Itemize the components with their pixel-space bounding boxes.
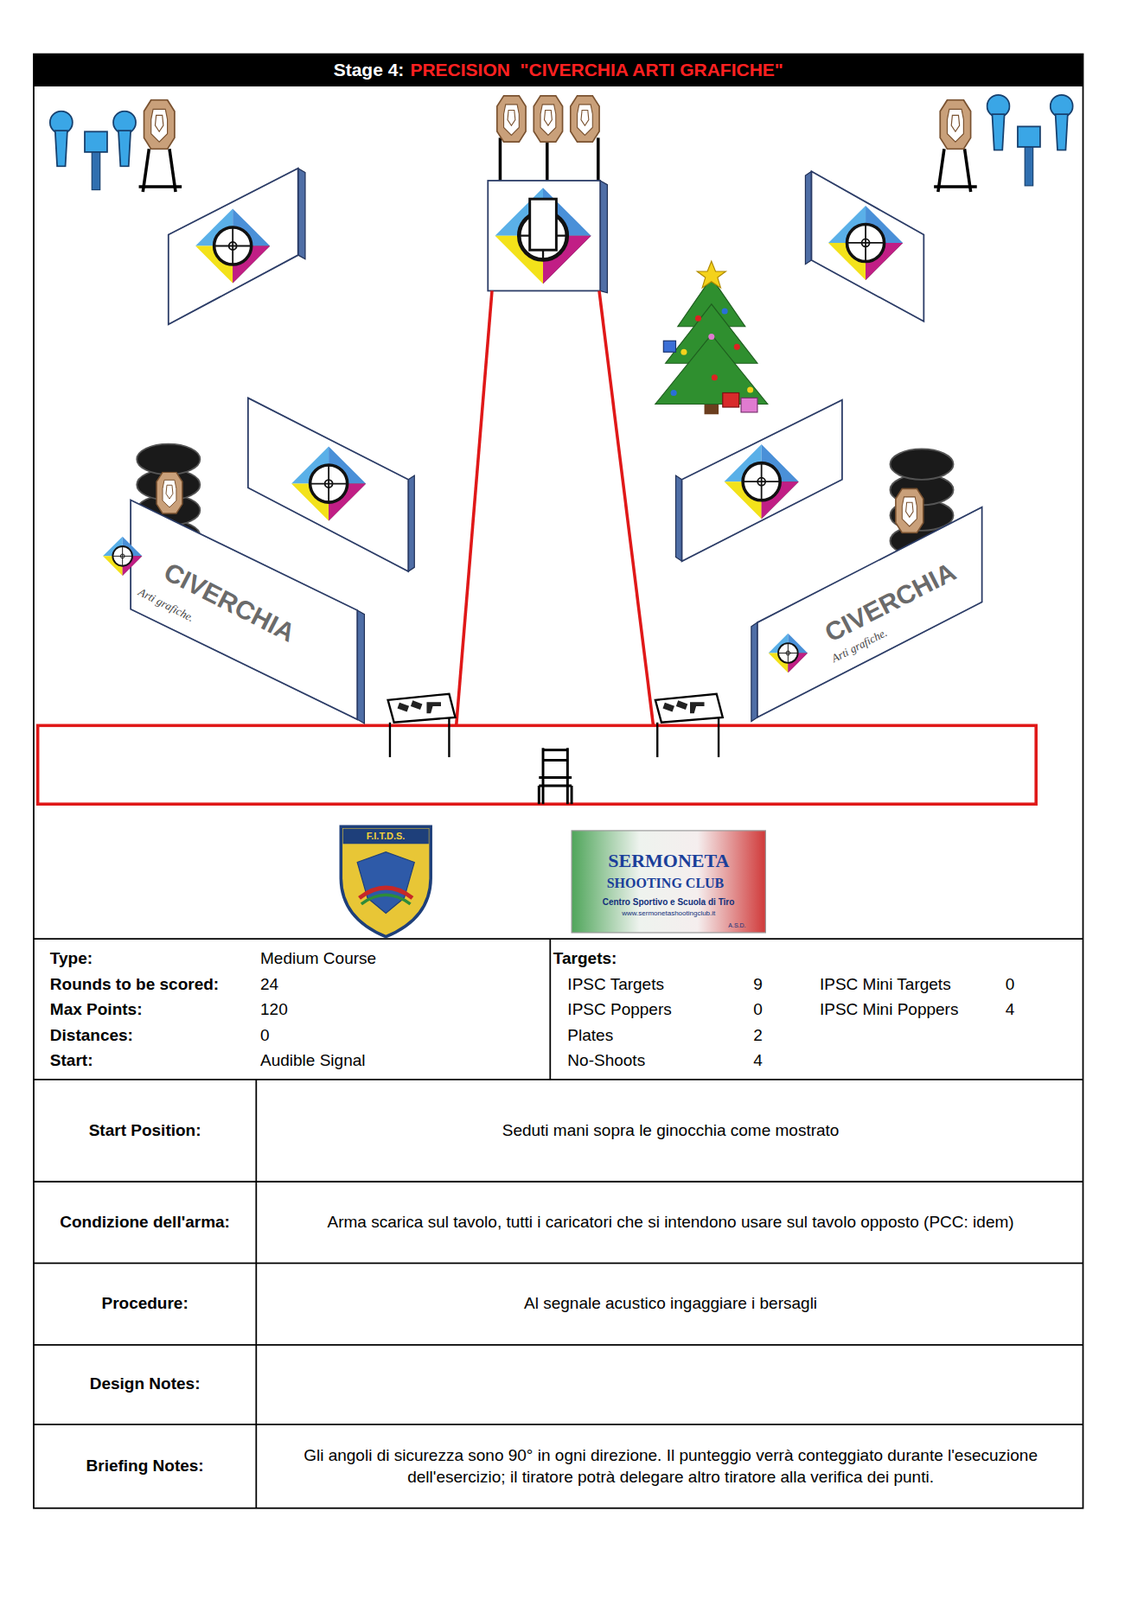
- field-value: Audible Signal: [260, 1050, 537, 1073]
- stage-title: PRECISION "CIVERCHIA ARTI GRAFICHE": [409, 59, 783, 81]
- row-label: Briefing Notes:: [36, 1456, 253, 1478]
- target-count: 0: [753, 999, 794, 1022]
- row-text: Gli angoli di sicurezza sono 90° in ogni…: [267, 1445, 1074, 1489]
- target-count: 4: [753, 1050, 794, 1073]
- field-label: Distances:: [50, 1025, 255, 1048]
- field-label: Max Points:: [50, 999, 255, 1022]
- row-label: Start Position:: [36, 1120, 253, 1143]
- target-type: IPSC Poppers: [567, 999, 747, 1022]
- field-label: Type:: [50, 948, 255, 971]
- row-text: Arma scarica sul tavolo, tutti i caricat…: [267, 1212, 1074, 1234]
- row-text: Seduti mani sopra le ginocchia come most…: [267, 1120, 1074, 1143]
- field-value: 24: [260, 974, 537, 997]
- field-label: Targets:: [553, 948, 737, 971]
- row-label: Design Notes:: [36, 1373, 253, 1396]
- field-value: Medium Course: [260, 948, 537, 971]
- target-count: 4: [1005, 999, 1047, 1022]
- target-count: 2: [753, 1025, 794, 1048]
- target-count: 0: [1005, 974, 1047, 997]
- target-type: No-Shoots: [567, 1050, 747, 1073]
- logo-text: SHOOTING CLUB: [607, 875, 725, 892]
- field-label: Rounds to be scored:: [50, 974, 255, 997]
- row-text: Al segnale acustico ingaggiare i bersagl…: [267, 1293, 1074, 1316]
- row-label: Condizione dell'arma:: [36, 1212, 253, 1234]
- logo-text: A.S.D.: [728, 922, 746, 930]
- row-label: Procedure:: [36, 1293, 253, 1316]
- target-count: 9: [753, 974, 794, 997]
- logo-text: www.sermonetashootingclub.it: [621, 910, 716, 919]
- target-type: Plates: [567, 1025, 747, 1048]
- field-label: Start:: [50, 1050, 255, 1073]
- logo-text: F.I.T.D.S.: [366, 830, 406, 842]
- field-value: 120: [260, 999, 537, 1022]
- target-type: IPSC Mini Poppers: [819, 999, 1002, 1022]
- logo-text: SERMONETA: [607, 850, 729, 872]
- logo-text: Centro Sportivo e Scuola di Tiro: [602, 897, 735, 908]
- title-band: Stage 4:PRECISION "CIVERCHIA ARTI GRAFIC…: [33, 54, 1084, 88]
- stage-number: Stage 4:: [333, 59, 405, 81]
- field-value: 0: [260, 1025, 537, 1048]
- target-type: IPSC Targets: [567, 974, 747, 997]
- target-type: IPSC Mini Targets: [819, 974, 1002, 997]
